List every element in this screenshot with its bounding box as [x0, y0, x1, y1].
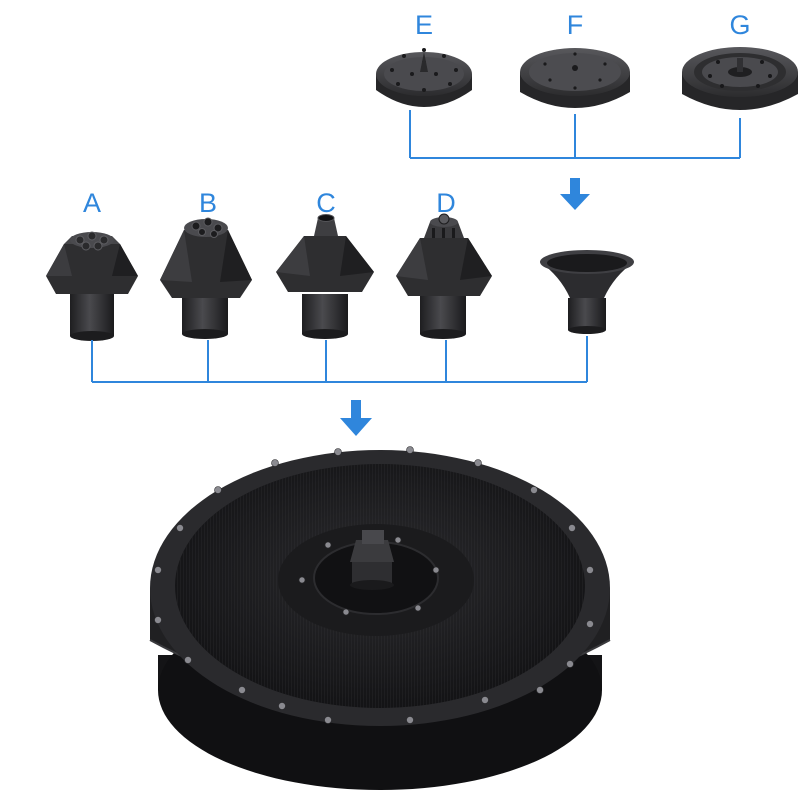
down-arrow-icon [560, 178, 590, 210]
solar-fountain [149, 446, 611, 790]
nozzle-d [396, 213, 492, 339]
down-arrow-icon [340, 400, 372, 436]
label-e: E [415, 10, 433, 40]
label-f: F [567, 10, 584, 40]
label-g: G [729, 10, 750, 40]
label-a: A [83, 188, 101, 218]
nozzle-plate-g [682, 47, 798, 110]
nozzle-a [46, 231, 138, 341]
connector-efg [409, 110, 741, 159]
nozzle-plate-e [376, 48, 472, 107]
label-b: B [199, 188, 217, 218]
connector-abcd [91, 336, 588, 383]
label-c: C [316, 188, 336, 218]
nozzle-b [160, 217, 252, 339]
label-d: D [436, 188, 456, 218]
funnel-nozzle [540, 250, 634, 334]
nozzle-plate-f [520, 48, 630, 108]
nozzle-c [276, 214, 374, 339]
